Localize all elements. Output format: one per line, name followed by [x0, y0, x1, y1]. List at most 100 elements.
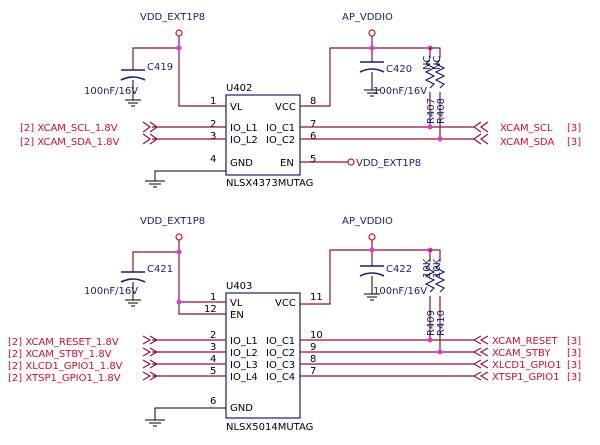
- lcd-connector: [472, 359, 489, 369]
- l2-wire: [142, 347, 226, 357]
- resistor-r409: [424, 263, 436, 293]
- c419-top-wire: [132, 47, 179, 70]
- pin-io-c3: IO_C3: [266, 360, 295, 371]
- c419-value: 100nF/16V: [84, 86, 138, 97]
- c419-ref: C419: [147, 62, 173, 73]
- c421-top-wire: [132, 251, 179, 272]
- c422-ref: C422: [386, 264, 412, 275]
- pin-number: 7: [310, 119, 316, 130]
- tsp-connector: [472, 371, 489, 381]
- c422-value: 100nF/16V: [373, 286, 427, 297]
- pin-vcc: VCC: [275, 298, 296, 309]
- l3-wire: [142, 359, 226, 369]
- vl-net-wire: [178, 36, 226, 107]
- pin-number: 4: [210, 154, 216, 165]
- pin-number: 1: [210, 292, 216, 303]
- pin-io-l1: IO_L1: [230, 336, 258, 347]
- vcc-net-wire: [300, 249, 430, 305]
- right-signal-xlcd1-gpio1: XLCD1_GPIO1: [492, 360, 561, 371]
- gnd-wire: [154, 170, 226, 181]
- left-signal-xcam-sda: [2] XCAM_SDA_1.8V: [20, 137, 120, 148]
- pin-io-c2: IO_C2: [266, 348, 295, 359]
- pin-number: 3: [210, 131, 216, 142]
- pin-io-l2: IO_L2: [230, 348, 258, 359]
- pin-en: EN: [280, 158, 294, 169]
- pin-number: 2: [210, 119, 216, 130]
- sda-connector: [472, 133, 489, 145]
- c-side-wires: [300, 126, 474, 140]
- pin-en: EN: [230, 310, 244, 321]
- r410-ref: R410: [436, 310, 447, 336]
- r410-value: 10K: [432, 258, 443, 278]
- junction: [427, 124, 433, 130]
- left-signal-xcam-stby: [2] XCAM_STBY_1.8V: [8, 349, 112, 360]
- right-ref: [3]: [567, 348, 581, 359]
- pin-number: 9: [310, 342, 316, 353]
- ic-u402: [225, 94, 301, 176]
- pin-number: 7: [310, 366, 316, 377]
- vdd-ext1p8-label: VDD_EXT1P8: [140, 12, 205, 23]
- right-ref: [3]: [567, 360, 581, 371]
- pin-io-l2: IO_L2: [230, 135, 258, 146]
- ic-u402-ref: U402: [226, 83, 252, 94]
- r408-value: NC: [432, 56, 443, 70]
- r408-ref: R408: [436, 98, 447, 124]
- gnd-wire: [154, 407, 226, 420]
- pin-io-c1: IO_C1: [266, 123, 295, 134]
- r407-value: NC: [422, 56, 433, 70]
- pin-vl: VL: [230, 102, 243, 113]
- upper-section: VDD_EXT1P8 C419 100nF/16V U402 NLSX4373M…: [20, 12, 581, 189]
- pullup-bottom: [429, 296, 441, 352]
- junction: [176, 45, 182, 51]
- ap-vddio-terminal: [368, 29, 376, 37]
- l1-wire: [142, 335, 226, 345]
- pin-io-l3: IO_L3: [230, 360, 258, 371]
- left-signal-xtsp1-gpio1: [2] XTSP1_GPIO1_1.8V: [8, 373, 121, 384]
- junction: [369, 45, 375, 51]
- c421-value: 100nF/16V: [84, 286, 138, 297]
- pullup-top: [429, 249, 441, 262]
- vl-en-net-wire: [178, 240, 226, 315]
- vcc-net-wire: [300, 47, 430, 107]
- reset-connector: [472, 335, 489, 345]
- pin-number: 8: [310, 354, 316, 365]
- junction: [437, 136, 443, 142]
- r409-ref: R409: [426, 310, 437, 336]
- capacitor-c422: [359, 265, 385, 301]
- junction: [437, 349, 443, 355]
- pin-number: 12: [204, 304, 217, 315]
- resistor-r410: [434, 263, 446, 293]
- pin-io-l1: IO_L1: [230, 123, 258, 134]
- ic-u403: [225, 292, 301, 419]
- pin-number: 5: [310, 154, 316, 165]
- pin-number: 6: [210, 396, 216, 407]
- capacitor-c421: [120, 271, 146, 307]
- pin-number: 4: [210, 354, 216, 365]
- c420-value: 100nF/16V: [373, 86, 427, 97]
- right-signal-xcam-scl: XCAM_SCL: [500, 123, 553, 134]
- ap-vddio-label: AP_VDDIO: [342, 12, 393, 23]
- pin-io-l4: IO_L4: [230, 372, 258, 383]
- sda-1v8-wire: [142, 133, 226, 145]
- c-side-wires: [300, 339, 474, 377]
- vdd-ext1p8-label: VDD_EXT1P8: [140, 216, 205, 227]
- en-net-label: VDD_EXT1P8: [356, 158, 421, 169]
- pullup-bottom: [429, 92, 441, 139]
- resistor-r407: [424, 59, 436, 89]
- pin-vcc: VCC: [275, 102, 296, 113]
- ap-vddio-terminal: [368, 233, 376, 241]
- pin-number: 6: [310, 131, 316, 142]
- right-ref: [3]: [567, 137, 581, 148]
- pin-number: 8: [310, 96, 316, 107]
- right-signal-xcam-reset: XCAM_RESET: [492, 336, 559, 347]
- right-signal-xcam-sda: XCAM_SDA: [500, 137, 554, 148]
- capacitor-c420: [359, 61, 385, 97]
- l4-wire: [142, 371, 226, 381]
- pin-number: 1: [210, 96, 216, 107]
- pullup-top: [429, 47, 441, 58]
- resistor-r408: [434, 59, 446, 89]
- pin-io-c4: IO_C4: [266, 372, 295, 383]
- vdd-terminal: [175, 233, 183, 241]
- junction: [176, 299, 182, 305]
